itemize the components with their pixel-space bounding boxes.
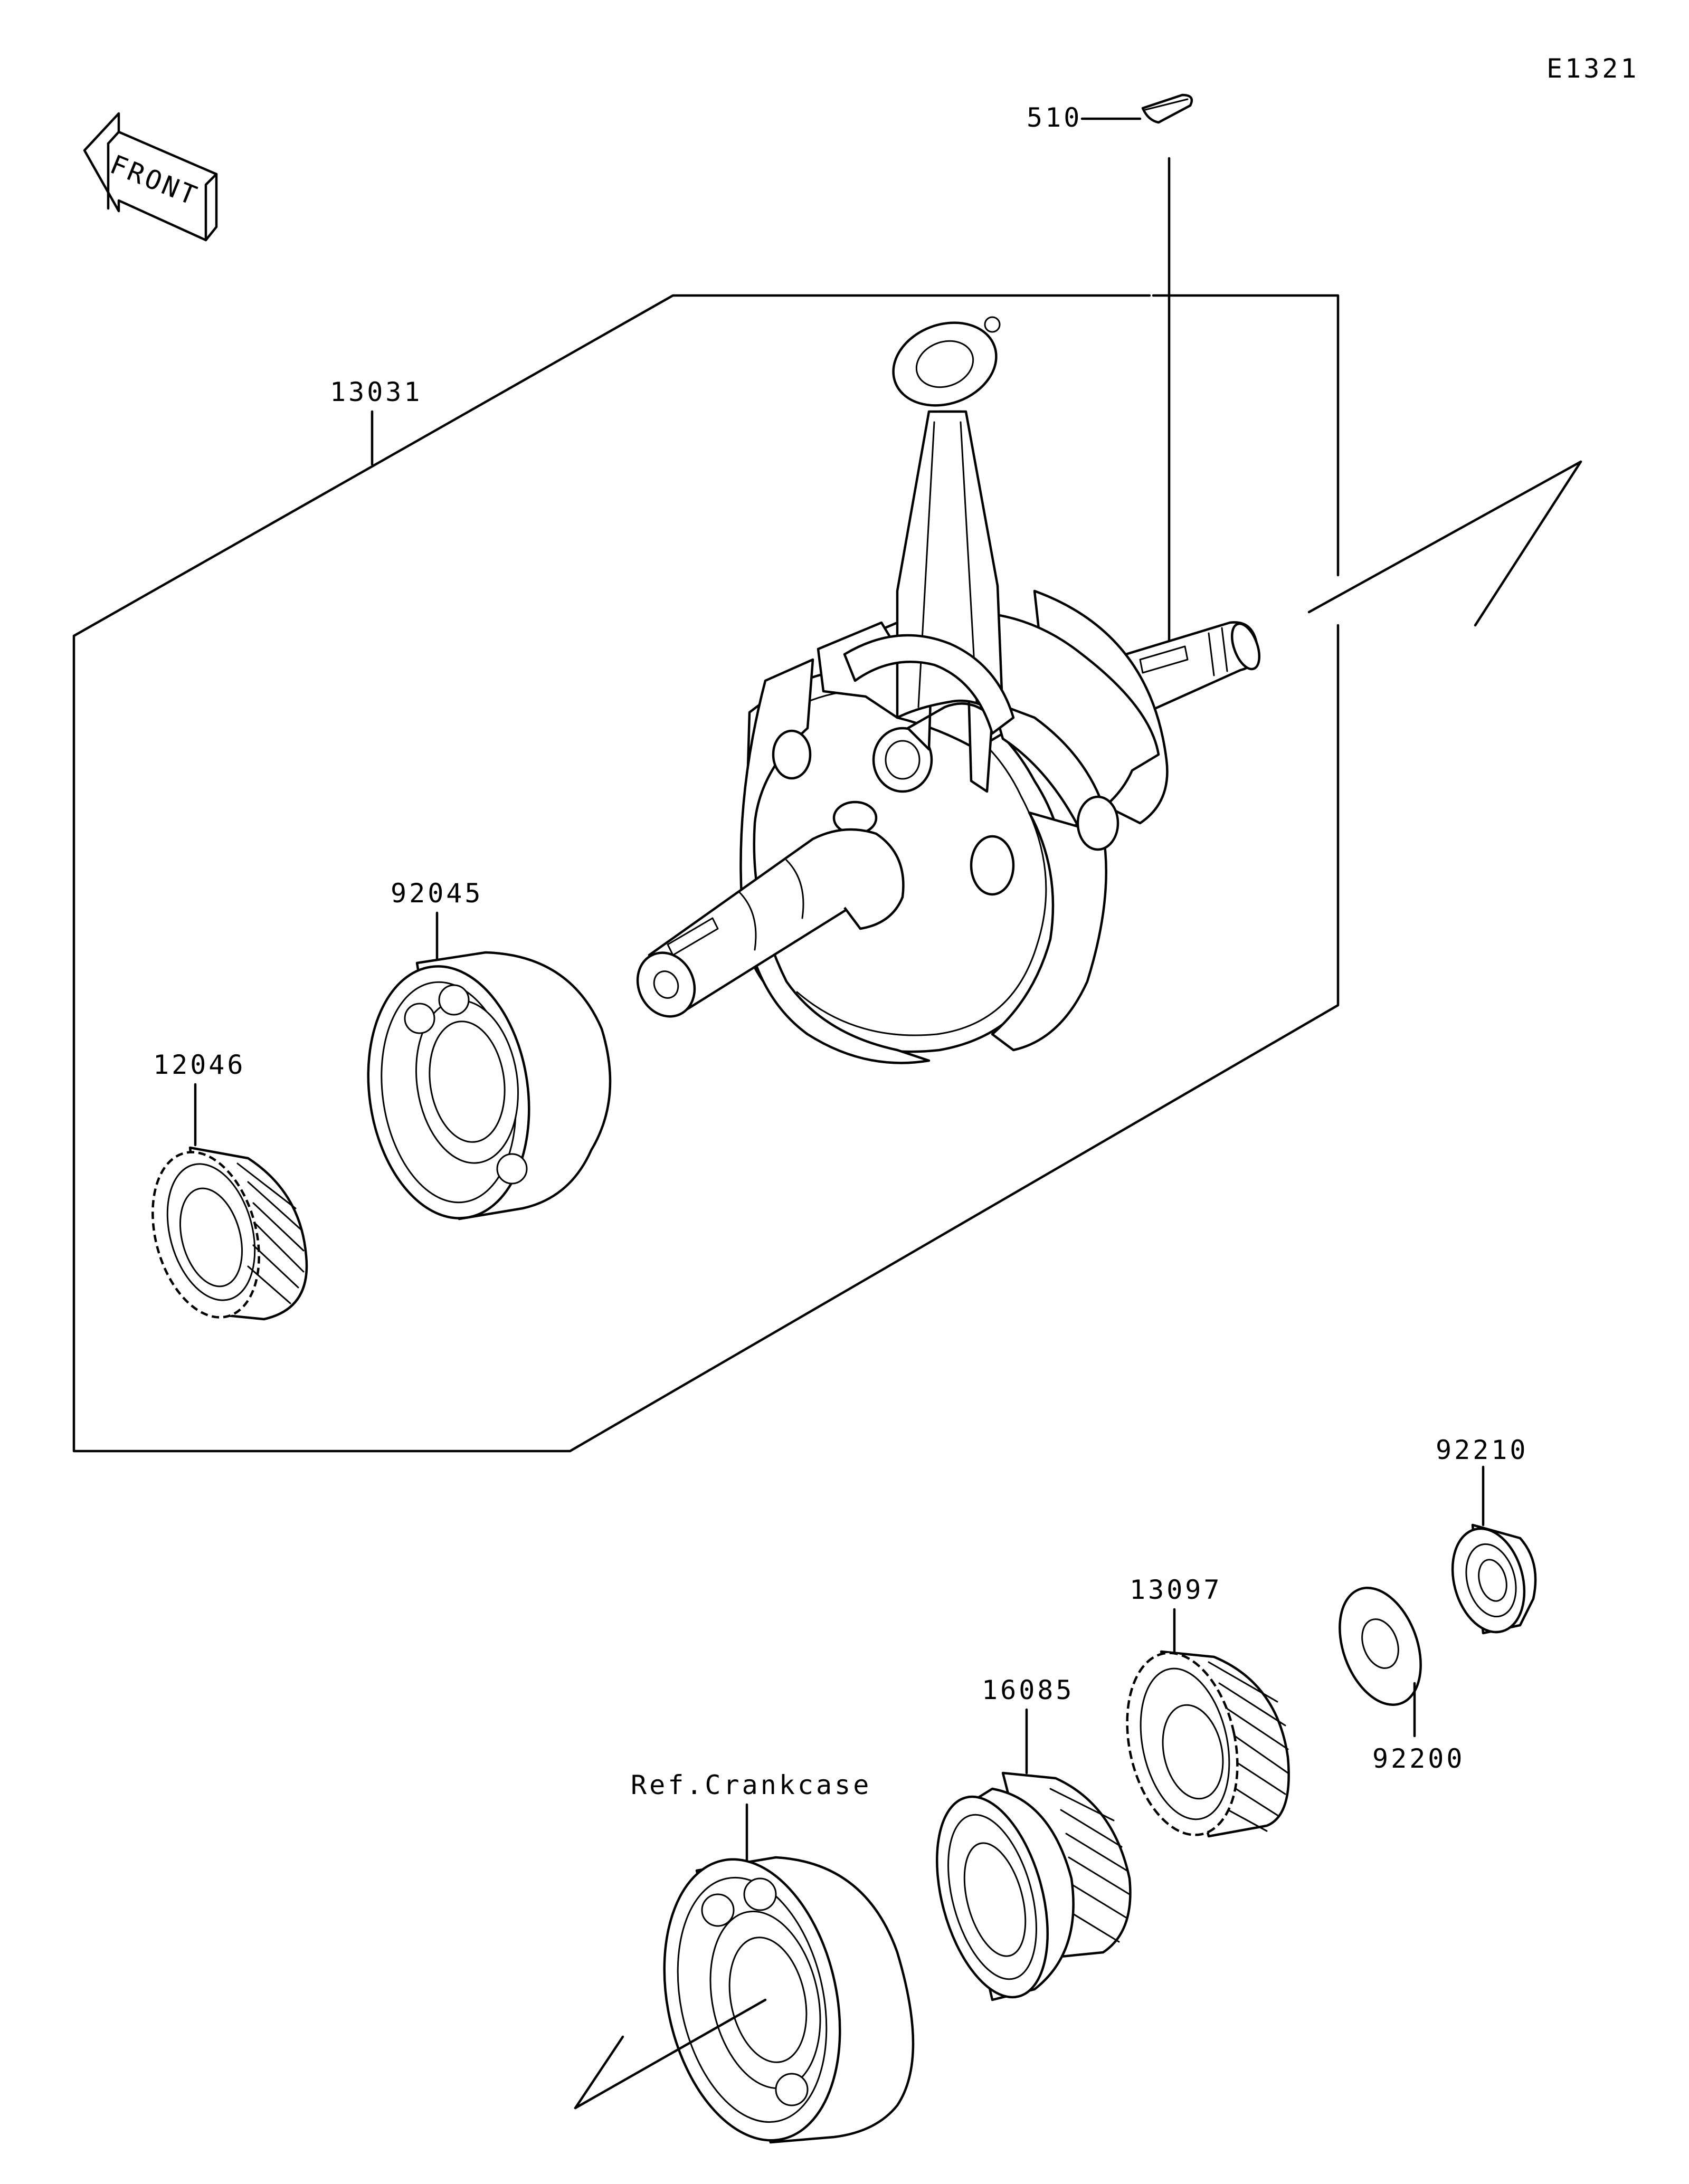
axis-line: [574, 1998, 767, 2110]
diagram-id: E1321: [1546, 53, 1639, 84]
label-13031: 13031: [330, 377, 423, 407]
label-ref-crankcase: Ref.Crankcase: [631, 1770, 871, 1800]
flange-nut-icon: [1451, 1523, 1537, 1635]
crankshaft-icon: [636, 316, 1261, 1064]
drive-gear-icon: [936, 1771, 1132, 2001]
label-92200: 92200: [1372, 1743, 1465, 1774]
axis-line: [1307, 460, 1582, 627]
woodruff-key-icon: [1141, 93, 1193, 124]
label-13097: 13097: [1130, 1575, 1222, 1605]
front-arrow-icon: FRONT: [83, 112, 218, 242]
label-92210: 92210: [1436, 1435, 1529, 1465]
label-510: 510: [1027, 102, 1082, 133]
label-92045: 92045: [391, 878, 483, 909]
label-12046: 12046: [153, 1050, 246, 1080]
assembly-boundary: [1152, 294, 1340, 577]
label-16085: 16085: [982, 1675, 1075, 1705]
assembly-boundary: [72, 294, 1340, 1453]
washer-icon: [1339, 1587, 1422, 1706]
balancer-gear-icon: [1126, 1650, 1290, 1838]
crank-gear-icon: [151, 1146, 308, 1321]
crankcase-bearing-icon: [663, 1856, 915, 2144]
ball-bearing-icon: [367, 951, 612, 1220]
